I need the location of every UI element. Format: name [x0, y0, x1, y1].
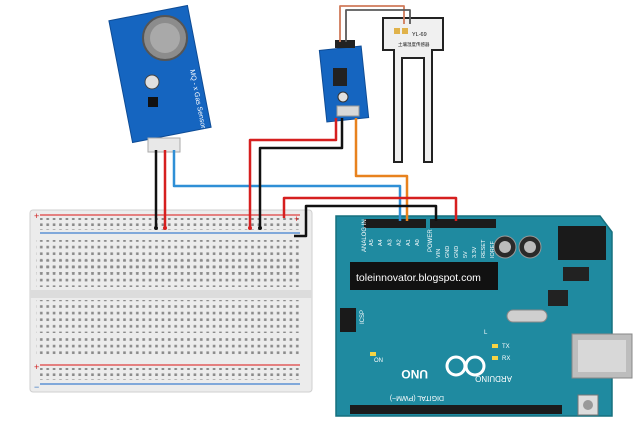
power-pin-label-vin: VIN	[436, 249, 442, 258]
icsp-label: ICSP	[360, 310, 366, 324]
analog-pin-label-a2: A2	[397, 239, 403, 246]
wire-probe-to-module-b	[345, 9, 411, 42]
arduino-uno-board: toleinnovator.blogspot.com ARDUINO UNO D…	[335, 215, 633, 417]
crystal	[506, 309, 548, 323]
rail-plus-label: +	[34, 211, 39, 221]
analog-pin-label-a3: A3	[387, 239, 393, 246]
analog-pin-label-a0: A0	[415, 239, 421, 246]
wire-gas-ao-to-a0	[172, 150, 402, 221]
power-jack	[558, 226, 606, 260]
wire-rail-5v	[282, 196, 458, 221]
led-label-on: ON	[374, 358, 383, 364]
soil-potentiometer[interactable]	[337, 91, 349, 103]
top-power-rail	[40, 218, 300, 230]
bottom-power-rail	[40, 368, 300, 380]
sensitivity-potentiometer[interactable]	[144, 74, 160, 90]
soil-probe: YL-69 土壤湿度传感器	[382, 17, 444, 163]
analog-header-label: ANALOG IN	[362, 219, 368, 252]
bottom-terminal-strip	[36, 300, 302, 333]
rail-minus-label: −	[34, 382, 39, 392]
probe-caption: 土壤湿度传感器	[398, 41, 430, 48]
digital-header	[350, 405, 562, 414]
brand-label: ARDUINO	[475, 374, 512, 383]
arduino-logo	[445, 355, 486, 377]
wire-soil-vcc	[248, 118, 338, 228]
breadboard: + + + −	[29, 209, 313, 393]
power-pin-label-ioref: IOREF	[490, 241, 496, 258]
analog-pin-label-a1: A1	[406, 239, 412, 246]
power-pin-label-reset: RESET	[481, 239, 487, 258]
power-pin-label-gnd: GND	[445, 246, 451, 258]
gas-sensor-module: MQ - x Gas Sensor	[108, 4, 212, 153]
wire-rail-gnd	[294, 204, 438, 238]
led-label-tx: TX	[502, 344, 510, 350]
analog-header-top	[364, 219, 426, 228]
wire-probe-to-module-a	[339, 5, 405, 42]
power-pin-label-33v: 3.3V	[472, 246, 478, 258]
watermark-text: toleinnovator.blogspot.com	[356, 272, 481, 284]
probe-model-label: YL-69	[412, 32, 427, 38]
led-label-l: L	[484, 330, 488, 336]
soil-module	[318, 40, 370, 123]
wires	[154, 5, 458, 238]
center-channel	[30, 290, 312, 298]
wire-soil-gnd	[258, 118, 344, 228]
atmega-chip	[350, 262, 498, 290]
gas-sensor-pins	[147, 137, 181, 153]
power-pin-label-gnd: GND	[454, 246, 460, 258]
svg-text:+: +	[34, 362, 39, 372]
analog-pin-label-a4: A4	[378, 239, 384, 246]
digital-header-label: DIGITAL (PWM~)	[390, 394, 444, 401]
svg-text:+: +	[294, 214, 299, 224]
power-header	[430, 219, 496, 228]
power-header-label: POWER	[428, 229, 434, 252]
model-label: UNO	[401, 367, 428, 381]
icsp-header	[340, 308, 356, 332]
power-pin-label-5v: 5V	[463, 251, 469, 258]
analog-pin-label-a5: A5	[369, 239, 375, 246]
led-label-rx: RX	[502, 356, 510, 362]
